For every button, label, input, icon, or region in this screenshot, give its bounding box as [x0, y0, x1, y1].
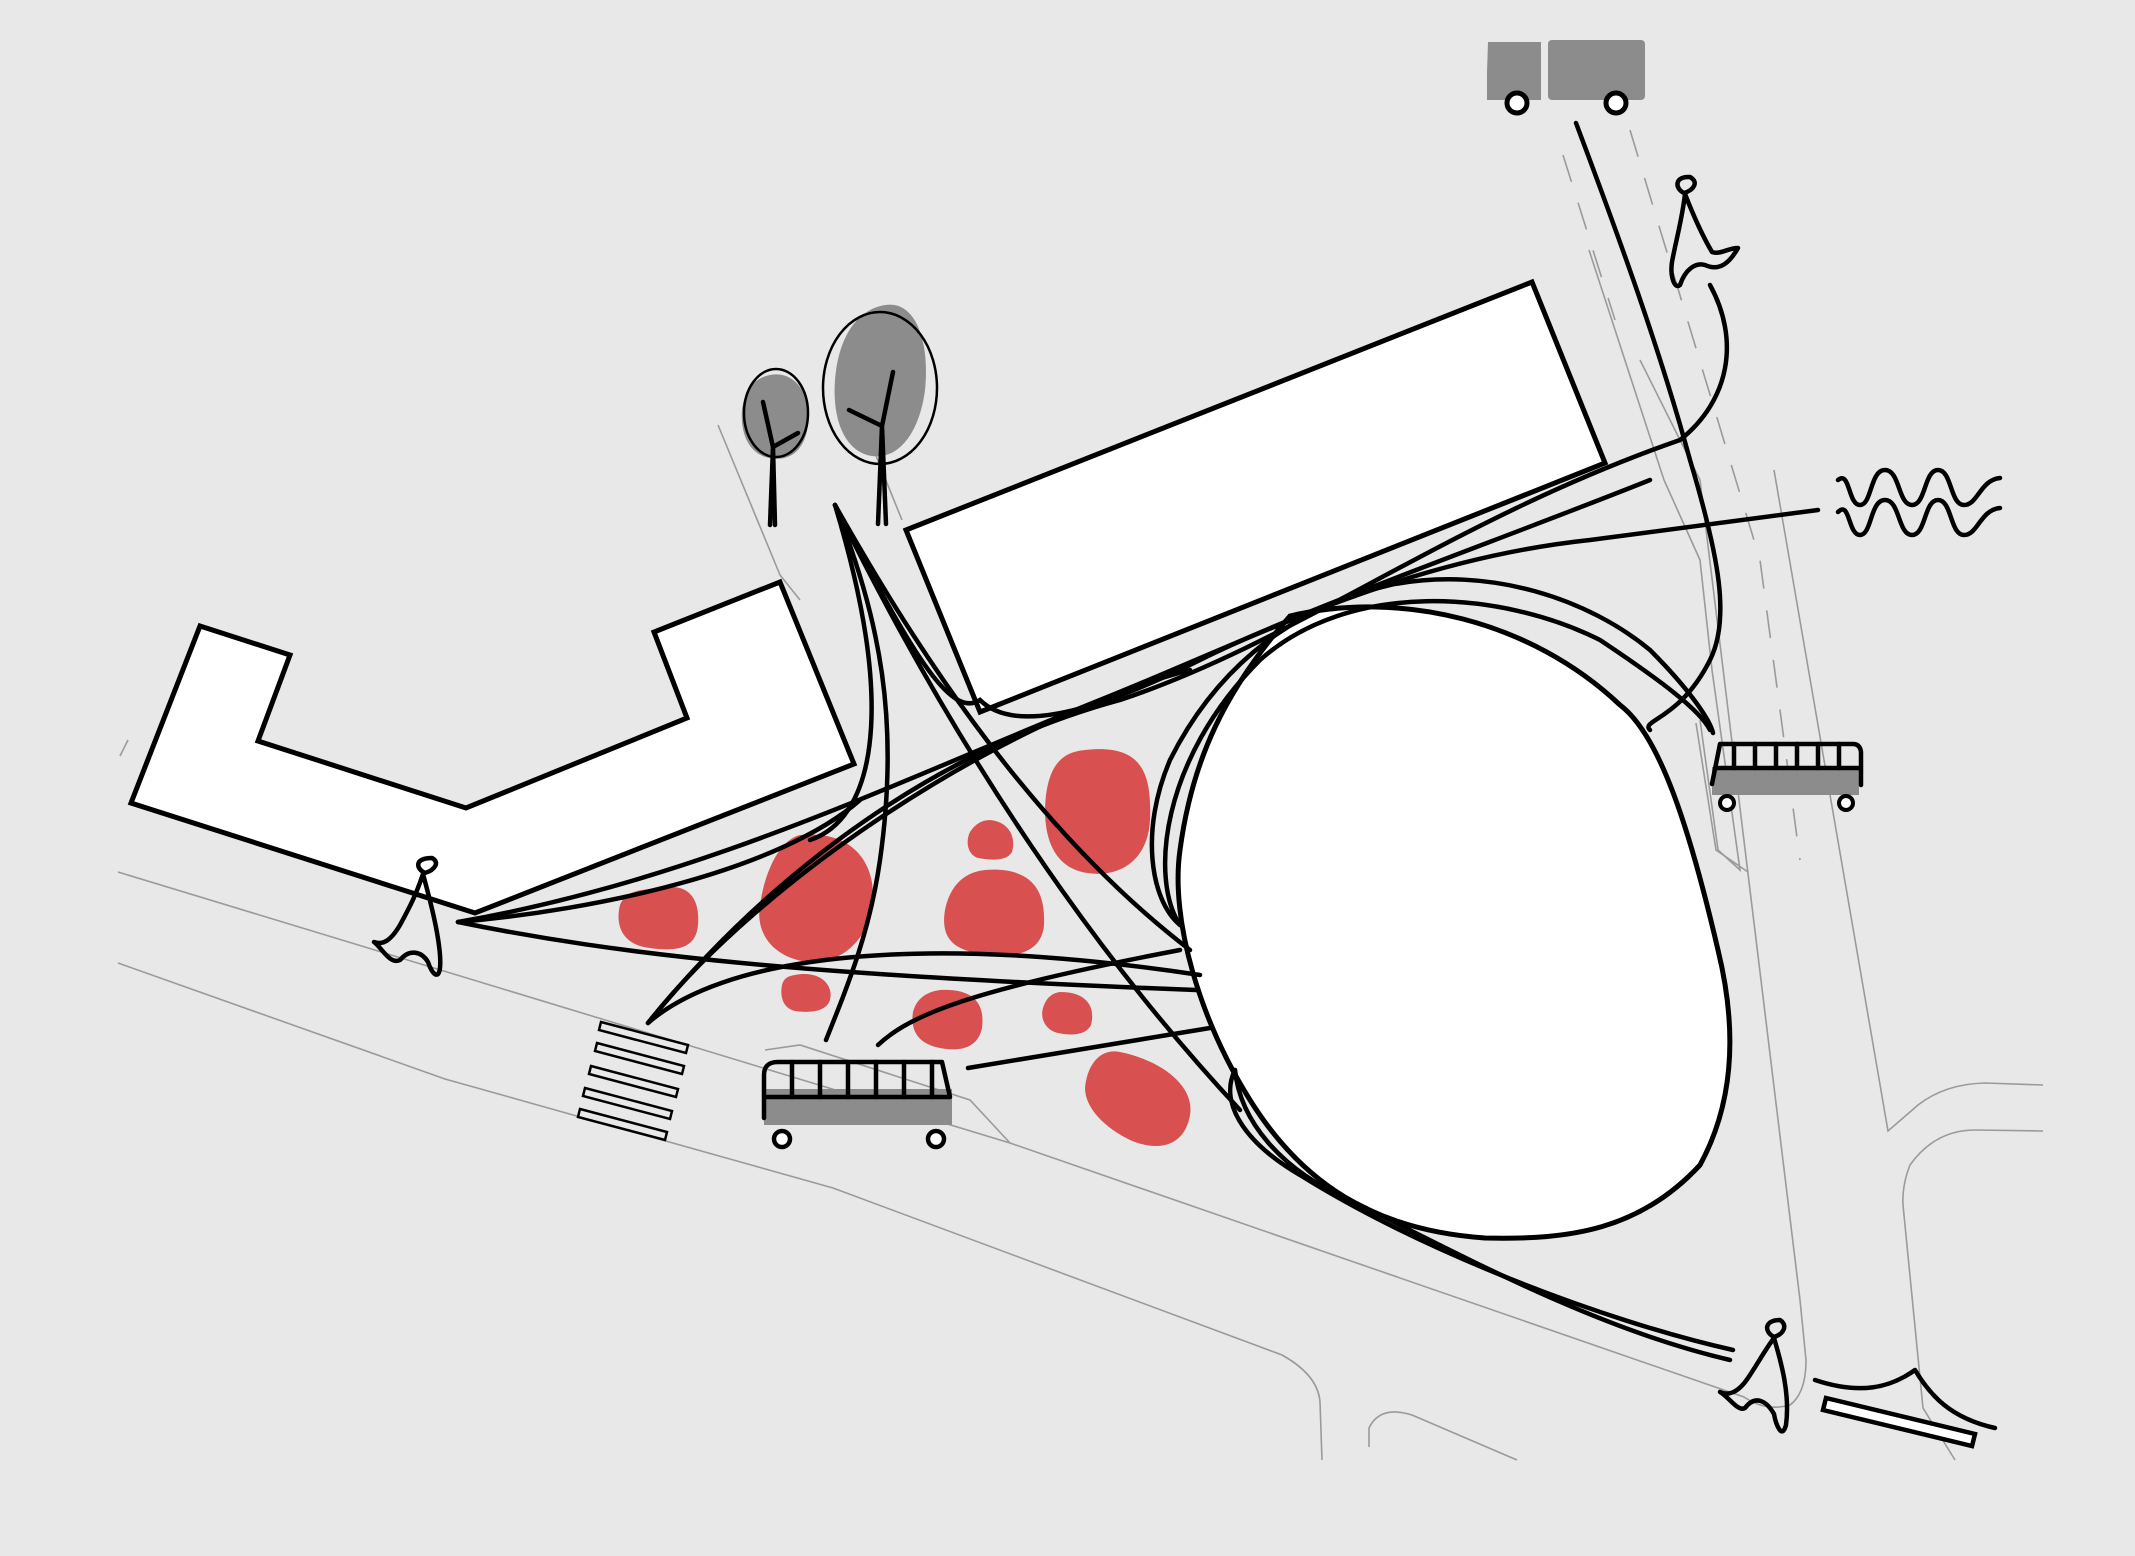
path-line [832, 502, 1243, 1113]
path-line [832, 477, 1653, 719]
path-line [455, 797, 863, 925]
path-line [455, 919, 1199, 993]
pedestrian-icon [1669, 174, 1741, 289]
street-curb-line [117, 962, 1323, 1461]
activity-zones [618, 749, 1191, 1147]
buildings [127, 278, 1733, 1241]
path-line [1573, 120, 1723, 733]
path-line [1149, 577, 1716, 928]
street-lower-line [1009, 359, 1807, 1408]
east-inner-dashed [1562, 154, 1616, 321]
activity-zone [618, 886, 699, 950]
path-line [645, 667, 1193, 1026]
path-line [1162, 599, 1713, 928]
circulation-paths [455, 120, 1821, 1363]
bus-icon [1709, 741, 1864, 812]
activity-zone [944, 869, 1045, 956]
plaza-edge-line [717, 424, 801, 601]
activity-zone [781, 974, 831, 1012]
water-waves-icon [1835, 467, 2003, 538]
context-lines [117, 129, 2044, 1461]
activity-zone [1085, 1051, 1191, 1147]
west-tick-line [119, 739, 129, 757]
pedestrian-icon [1717, 1317, 1790, 1434]
path-line [1228, 1067, 1736, 1353]
crosswalk-icon [576, 1020, 690, 1142]
path-line [1232, 1067, 1733, 1363]
activity-zone [1045, 749, 1151, 874]
parking-edge-line [764, 1044, 1011, 1144]
path-line [645, 951, 1203, 1026]
bus-stop-edge [1695, 722, 1749, 873]
street-corner-line [1902, 1129, 2044, 1461]
path-line [823, 502, 890, 1043]
east-path-line [1588, 249, 1742, 873]
oval-building [1175, 604, 1733, 1241]
north-building [902, 278, 1609, 716]
bench-icon [1812, 1367, 1998, 1449]
path-line [965, 1025, 1213, 1071]
path-line [807, 502, 874, 843]
east-path-dashed [1629, 129, 1801, 861]
activity-zone [759, 834, 874, 963]
path-line [875, 947, 1183, 1048]
activity-zone [1042, 992, 1093, 1035]
street-side-line [1773, 469, 2044, 1133]
path-line [645, 282, 1730, 1026]
tree-icon [741, 367, 810, 528]
driveway-line [1368, 1411, 1518, 1461]
bus-icon [761, 1059, 953, 1150]
activity-zone [967, 820, 1014, 860]
activity-zone [912, 989, 983, 1050]
path-line [832, 502, 1193, 953]
west-building [127, 578, 858, 916]
tree-icon [821, 304, 939, 527]
pedestrian-icon [371, 855, 443, 977]
truck-icon [1487, 40, 1645, 116]
